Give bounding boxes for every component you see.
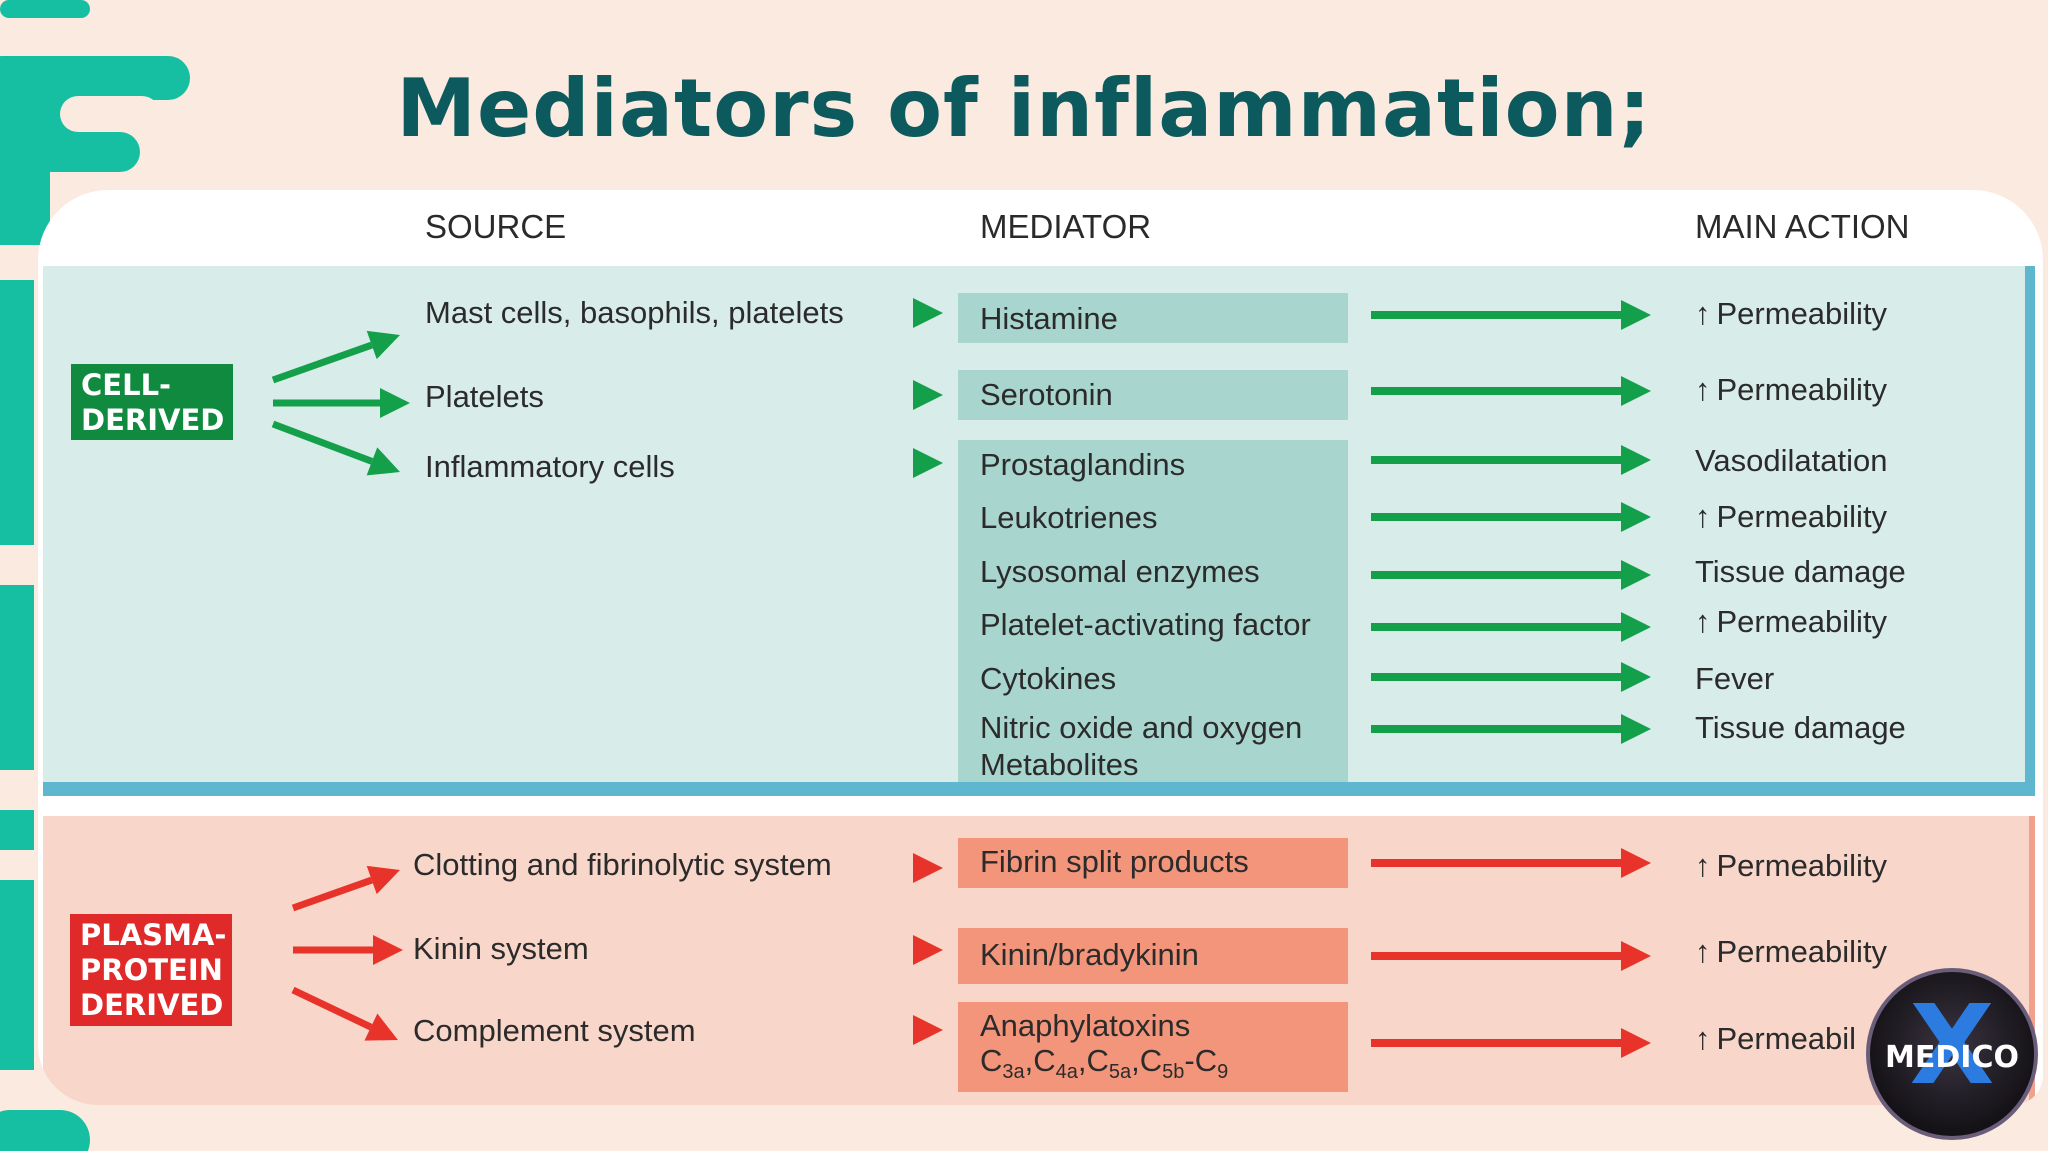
mediator-cell-bg xyxy=(958,928,1348,984)
mediator-text: Leukotrienes xyxy=(980,500,1158,535)
mediator-text: Serotonin xyxy=(980,377,1113,412)
mediator-text: Platelet-activating factor xyxy=(980,607,1311,642)
action-text: ↑Permeability xyxy=(1695,603,1887,640)
deco-notch xyxy=(60,96,160,132)
deco-bar xyxy=(0,280,34,545)
mediator-cell-bg xyxy=(958,293,1348,343)
deco-bar xyxy=(0,170,50,245)
action-text: ↑Permeability xyxy=(1695,295,1887,332)
action-text: ↑Permeability xyxy=(1695,847,1887,884)
header-source: SOURCE xyxy=(425,208,567,245)
complement-subscript: 4a xyxy=(1055,1061,1078,1084)
up-arrow-icon: ↑ xyxy=(1695,848,1711,883)
mediators-table: SOURCE MEDIATOR MAIN ACTION CELL- DERIVE… xyxy=(38,190,2043,1105)
up-arrow-icon: ↑ xyxy=(1695,296,1711,331)
action-label: Permeability xyxy=(1716,848,1888,883)
medico-logo: X MEDICO xyxy=(1866,968,2038,1140)
mediator-text: Prostaglandins xyxy=(980,447,1186,482)
action-label: Permeability xyxy=(1716,499,1888,534)
logo-text: MEDICO xyxy=(1885,1040,2019,1075)
up-arrow-icon: ↑ xyxy=(1695,604,1711,639)
mediator-text: Metabolites xyxy=(980,747,1139,782)
mediator-cell-bg xyxy=(958,440,1348,782)
action-text: ↑Permeabil xyxy=(1695,1020,1856,1057)
complement-subscript: 3a xyxy=(1002,1061,1025,1084)
header-main-action: MAIN ACTION xyxy=(1695,208,1910,245)
complement-part: C xyxy=(980,1043,1003,1078)
logo-x-mark: X xyxy=(1909,981,1995,1109)
complement-subscript: 5a xyxy=(1108,1061,1132,1084)
deco-bar xyxy=(0,56,190,100)
up-arrow-icon: ↑ xyxy=(1695,934,1711,969)
complement-subscript: 9 xyxy=(1217,1061,1229,1084)
action-text: ↑Permeability xyxy=(1695,371,1887,408)
source-text: Mast cells, basophils, platelets xyxy=(425,295,844,330)
source-text: Complement system xyxy=(413,1013,696,1048)
action-text: Tissue damage xyxy=(1695,554,1906,589)
up-arrow-icon: ↑ xyxy=(1695,372,1711,407)
action-label: Permeabil xyxy=(1716,1021,1857,1056)
source-text: Platelets xyxy=(425,379,544,414)
mediator-text: Fibrin split products xyxy=(980,844,1249,879)
mediator-text: Anaphylatoxins xyxy=(980,1008,1191,1043)
action-label: Permeability xyxy=(1716,934,1888,969)
mediator-text: Lysosomal enzymes xyxy=(980,554,1260,589)
deco-bar xyxy=(0,880,34,1070)
action-label: Permeability xyxy=(1716,372,1888,407)
plasma-derived-label: PLASMA- PROTEIN DERIVED xyxy=(70,914,232,1026)
action-text: ↑Permeability xyxy=(1695,498,1887,535)
complement-part: ,C xyxy=(1024,1043,1056,1078)
complement-components: C3a,C4a,C5a,C5b-C9 xyxy=(980,1042,1228,1084)
up-arrow-icon: ↑ xyxy=(1695,1021,1711,1056)
up-arrow-icon: ↑ xyxy=(1695,499,1711,534)
deco-bar xyxy=(0,810,34,850)
label-line: DERIVED xyxy=(81,403,225,437)
mediator-cell-bg xyxy=(958,370,1348,420)
source-text: Clotting and fibrinolytic system xyxy=(413,847,832,882)
action-text: Fever xyxy=(1695,661,1775,696)
header-mediator: MEDIATOR xyxy=(980,208,1152,245)
cell-derived-label: CELL- DERIVED xyxy=(71,364,233,440)
complement-part: -C xyxy=(1184,1043,1218,1078)
label-line: CELL- xyxy=(81,368,172,402)
deco-bar xyxy=(0,1110,90,1151)
source-text: Kinin system xyxy=(413,931,589,966)
complement-part: ,C xyxy=(1131,1043,1163,1078)
mediator-text: Kinin/bradykinin xyxy=(980,937,1199,972)
complement-part: ,C xyxy=(1077,1043,1109,1078)
label-line: DERIVED xyxy=(80,988,224,1022)
action-label: Permeability xyxy=(1716,296,1888,331)
page-title: Mediators of inflammation; xyxy=(396,62,1652,155)
deco-bar xyxy=(0,132,140,172)
label-line: PLASMA- xyxy=(80,918,227,952)
mediator-cell-bg xyxy=(958,1002,1348,1092)
action-text: Tissue damage xyxy=(1695,710,1906,745)
action-text: Vasodilatation xyxy=(1695,443,1888,478)
source-text: Inflammatory cells xyxy=(425,449,675,484)
mediator-text: Cytokines xyxy=(980,661,1117,696)
deco-bar xyxy=(0,585,34,770)
mediator-cell-bg xyxy=(958,838,1348,888)
action-label: Permeability xyxy=(1716,604,1888,639)
label-line: PROTEIN xyxy=(80,953,223,987)
action-text: ↑Permeability xyxy=(1695,933,1887,970)
mediator-text: Histamine xyxy=(980,301,1118,336)
complement-subscript: 5b xyxy=(1162,1061,1185,1084)
mediator-text: Nitric oxide and oxygen xyxy=(980,710,1303,745)
deco-bar xyxy=(0,0,90,18)
